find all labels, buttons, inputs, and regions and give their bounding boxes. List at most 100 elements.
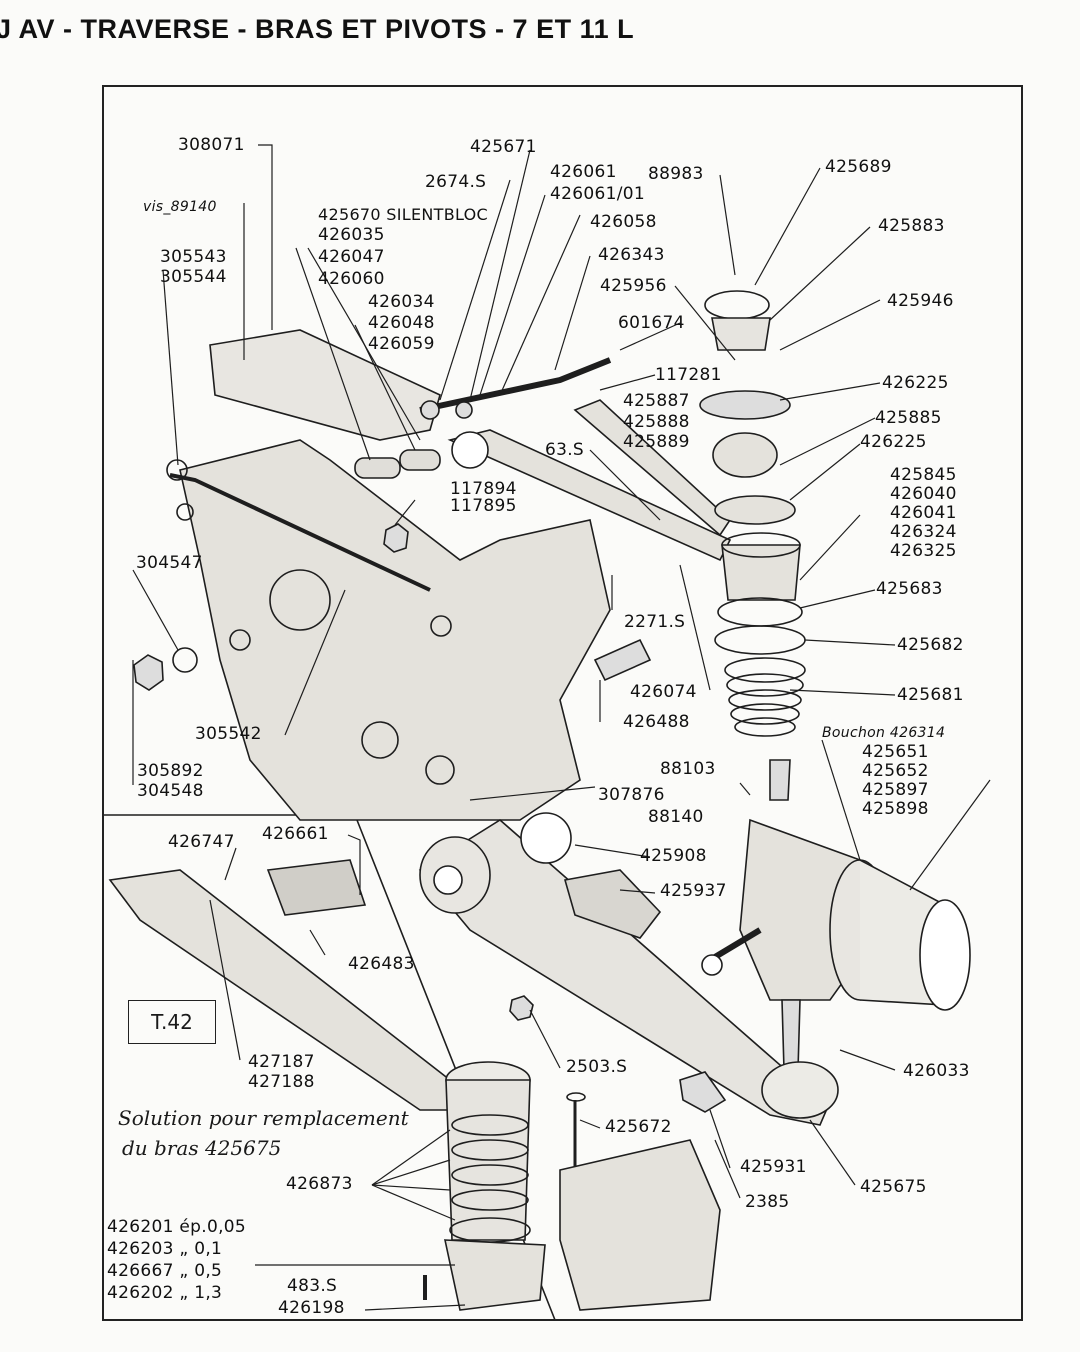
label-426034: 426034	[368, 292, 435, 312]
label-426041: 426041	[890, 503, 957, 523]
label-426074: 426074	[630, 682, 697, 702]
knuckle-arm	[708, 927, 762, 963]
label-426324: 426324	[890, 522, 957, 542]
label-425651: 425651	[862, 742, 929, 762]
label-304547: 304547	[136, 553, 203, 573]
inset-base	[443, 1239, 546, 1311]
bellows-425681	[724, 657, 806, 737]
page-title: J AV - TRAVERSE - BRAS ET PIVOTS - 7 ET …	[0, 14, 635, 44]
label-426325: 426325	[890, 541, 957, 561]
label-117281: 117281	[655, 365, 722, 385]
note-line-2: du bras 425675	[122, 1136, 282, 1160]
label-425683: 425683	[876, 579, 943, 599]
label-483s: 483.S	[287, 1276, 338, 1296]
label-305892: 305892	[137, 761, 204, 781]
disc	[712, 432, 778, 478]
label-425682: 425682	[897, 635, 964, 655]
label-426035: 426035	[318, 225, 385, 245]
label-425885: 425885	[875, 408, 942, 428]
cup-425845	[721, 544, 801, 601]
label-2271s: 2271.S	[624, 612, 686, 632]
label-425887: 425887	[623, 391, 690, 411]
diagram-frame	[102, 85, 1023, 1321]
label-shim-426203: 426203 „ 0,1	[107, 1239, 223, 1259]
bolt-head	[566, 1092, 586, 1102]
label-425652: 425652	[862, 761, 929, 781]
label-426483: 426483	[348, 954, 415, 974]
label-vis-89140: vis_89140	[143, 199, 217, 215]
label-426061: 426061	[550, 162, 617, 182]
label-shim-426201: 426201 ép.0,05	[107, 1217, 247, 1237]
label-2503s: 2503.S	[566, 1057, 628, 1077]
label-425689: 425689	[825, 157, 892, 177]
crossmember-hole	[229, 629, 251, 651]
label-425946: 425946	[887, 291, 954, 311]
knuckle-eye	[701, 954, 723, 976]
crossmember-hole	[361, 721, 399, 759]
label-425675: 425675	[860, 1177, 927, 1197]
crossmember-hole	[269, 569, 331, 631]
tie-rod	[169, 473, 431, 592]
label-425672: 425672	[605, 1117, 672, 1137]
label-425670: 425670 SILENTBLOC	[318, 205, 488, 224]
label-308071: 308071	[178, 135, 245, 155]
lower-arm-bore	[433, 865, 463, 895]
label-425908: 425908	[640, 846, 707, 866]
silentbloc	[399, 449, 441, 471]
label-426225-b: 426225	[860, 432, 927, 452]
label-117895: 117895	[450, 496, 517, 516]
label-2385: 2385	[745, 1192, 790, 1212]
label-425931: 425931	[740, 1157, 807, 1177]
label-426488: 426488	[623, 712, 690, 732]
clamp-425931	[679, 1071, 727, 1113]
label-425883: 425883	[878, 216, 945, 236]
label-426059: 426059	[368, 334, 435, 354]
ball-joint	[455, 401, 473, 419]
bracket	[559, 1139, 721, 1311]
top-cup	[711, 317, 771, 351]
washer-425908	[520, 812, 572, 864]
label-601674: 601674	[618, 313, 685, 333]
lower-arm-pivot	[761, 1061, 839, 1119]
label-426225-a: 426225	[882, 373, 949, 393]
label-63s: 63.S	[545, 440, 585, 460]
label-88103: 88103	[660, 759, 716, 779]
label-425937: 425937	[660, 881, 727, 901]
label-426047: 426047	[318, 247, 385, 267]
label-305542: 305542	[195, 724, 262, 744]
silentbloc	[354, 457, 401, 479]
crossmember	[179, 439, 611, 821]
rod-eye	[166, 459, 188, 481]
label-425845: 425845	[890, 465, 957, 485]
label-426061-01: 426061/01	[550, 184, 645, 204]
note-line-1: Solution pour remplacement	[118, 1106, 409, 1130]
label-426661: 426661	[262, 824, 329, 844]
washer-117894	[430, 615, 452, 637]
cup-top	[721, 532, 801, 558]
label-426198: 426198	[278, 1298, 345, 1318]
label-88140: 88140	[648, 807, 704, 827]
label-426033: 426033	[903, 1061, 970, 1081]
crossmember-plate	[209, 329, 441, 441]
nut-304547	[133, 654, 164, 691]
label-425897: 425897	[862, 780, 929, 800]
rod-eye	[176, 503, 194, 521]
label-425889: 425889	[623, 432, 690, 452]
hub-end	[919, 899, 971, 1011]
label-bouchon: Bouchon 426314	[822, 725, 946, 741]
label-425671: 425671	[470, 137, 537, 157]
disc	[699, 390, 791, 420]
leader-lines	[132, 144, 991, 1311]
ball-joint	[420, 400, 440, 420]
label-426060: 426060	[318, 269, 385, 289]
label-305543: 305543	[160, 247, 227, 267]
label-117894: 117894	[450, 479, 517, 499]
label-426343: 426343	[598, 245, 665, 265]
label-426048: 426048	[368, 313, 435, 333]
nut-117894	[383, 523, 409, 553]
inset-pad	[266, 859, 367, 916]
label-426040: 426040	[890, 484, 957, 504]
label-427187: 427187	[248, 1052, 315, 1072]
label-425898: 425898	[862, 799, 929, 819]
